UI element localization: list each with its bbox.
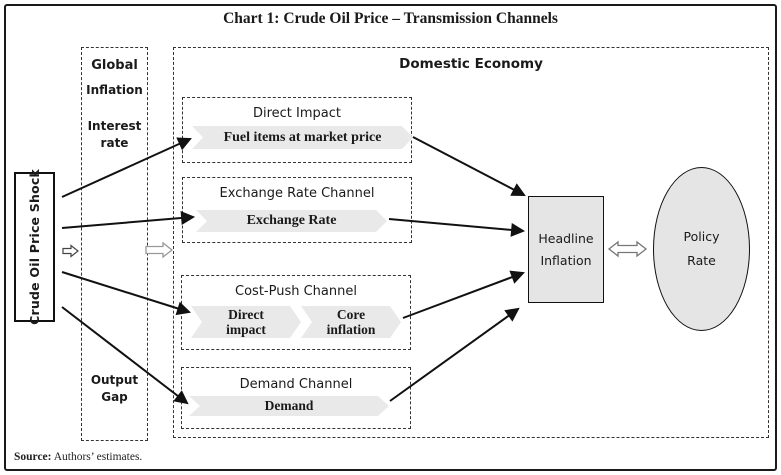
- outer-frame: [4, 4, 777, 471]
- direct-impact-chevron: Direct impact: [191, 306, 301, 338]
- policy-rate-label: Policy Rate: [683, 229, 720, 268]
- demand-channel-title: Demand Channel: [239, 377, 353, 392]
- direct-impact-channel-box: Direct Impact: [182, 97, 412, 163]
- source-note: Source: Authors’ estimates.: [14, 451, 142, 463]
- source-label: Source:: [14, 451, 52, 463]
- global-title: Global: [91, 58, 138, 73]
- exchange-rate-channel-box: Exchange Rate Channel: [182, 177, 412, 243]
- global-inflation-label: Inflation: [86, 83, 143, 97]
- domestic-economy-title: Domestic Economy: [399, 56, 543, 72]
- domestic-economy-group-box: Domestic Economy: [173, 47, 769, 438]
- fuel-items-chevron: Fuel items at market price: [192, 126, 413, 149]
- exchange-rate-channel-title: Exchange Rate Channel: [219, 186, 375, 201]
- exchange-rate-chevron: Exchange Rate: [196, 210, 387, 232]
- crude-oil-price-shock-label: Crude Oil Price Shock: [27, 169, 42, 325]
- demand-chevron: Demand: [189, 396, 389, 416]
- global-group-box: Global Inflation Interest rate Output Ga…: [81, 47, 148, 441]
- source-text: Authors’ estimates.: [51, 451, 143, 463]
- headline-inflation-node: Headline Inflation: [528, 196, 604, 303]
- policy-rate-node: Policy Rate: [653, 167, 750, 331]
- global-interest-rate-label: Interest rate: [87, 119, 142, 150]
- headline-inflation-label: Headline Inflation: [538, 230, 594, 268]
- chart-title: Chart 1: Crude Oil Price – Transmission …: [223, 10, 558, 27]
- direct-impact-channel-title: Direct Impact: [252, 106, 342, 121]
- crude-oil-price-shock-node: Crude Oil Price Shock: [14, 169, 55, 325]
- global-output-gap-label: Output Gap: [90, 373, 139, 404]
- core-inflation-chevron: Core inflation: [301, 306, 401, 338]
- cost-push-channel-title: Cost-Push Channel: [235, 284, 357, 299]
